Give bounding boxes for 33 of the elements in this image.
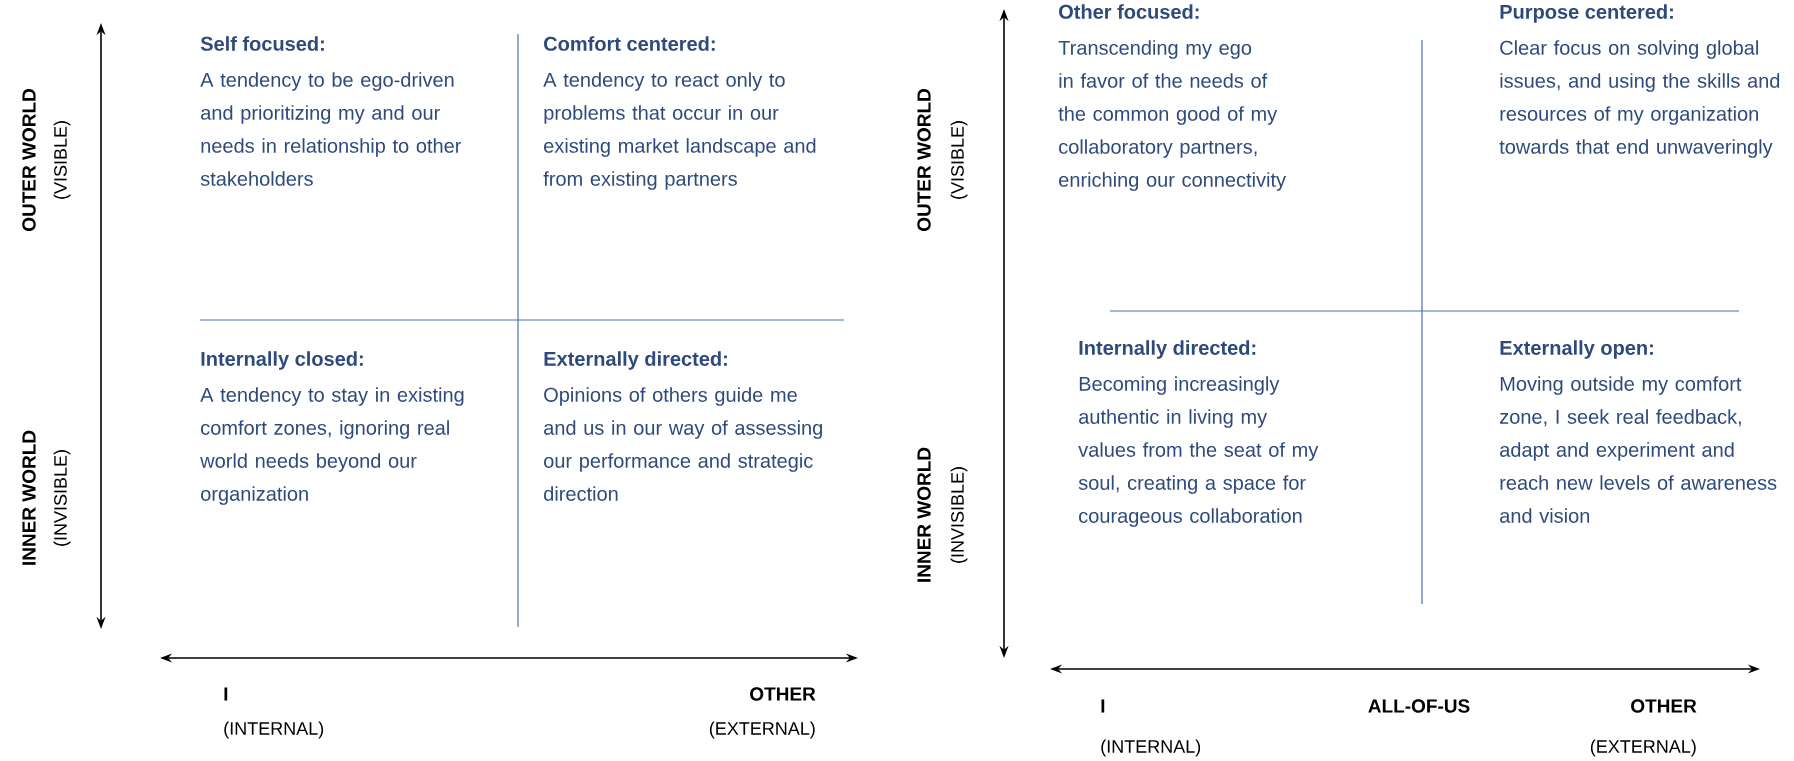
axis-label: (VISIBLE) — [53, 121, 71, 199]
axis-label: OTHER — [1631, 699, 1697, 713]
axis-label: (INTERNAL) — [224, 721, 324, 739]
quadrant-text: Becoming increasingly authentic in living my values from the seat of my soul, creating a space for courageous collaboration — [1078, 376, 1319, 527]
quadrant-heading: Internally directed: — [1079, 340, 1256, 359]
quadrant-heading: Internally closed: — [201, 351, 363, 370]
axis-label: OUTER WORLD — [917, 89, 931, 231]
quadrant-heading: Externally open: — [1500, 340, 1653, 359]
quadrant-heading: Other focused: — [1059, 4, 1199, 19]
axis-label: (INTERNAL) — [1101, 739, 1201, 757]
quadrant-text: A tendency to react only to problems that occur in our existing market landscape and from existing partners — [543, 72, 816, 190]
quadrant-heading: Self focused: — [200, 36, 324, 51]
quadrant-heading: Purpose centered: — [1500, 4, 1673, 23]
axis-label: (INVISIBLE) — [950, 467, 968, 563]
axis-label: (EXTERNAL) — [709, 721, 815, 739]
axis-label: (INVISIBLE) — [53, 450, 71, 546]
axis-label: (EXTERNAL) — [1590, 739, 1696, 757]
quadrant-text: Clear focus on solving global issues, and using the skills and resources of my organization towards that end unwaveringly — [1499, 40, 1780, 158]
axis-label: OUTER WORLD — [22, 89, 36, 231]
quadrant-heading: Comfort centered: — [544, 36, 715, 51]
quadrant-text: A tendency to be ego-driven and prioritizing my and our needs in relationship to other stakeholders — [200, 72, 462, 186]
quadrant-heading: Externally directed: — [544, 351, 727, 370]
axis-label: INNER WORLD — [917, 447, 931, 582]
axis-label: (VISIBLE) — [950, 121, 968, 199]
quadrant-text: Opinions of others guide me and us in our way of assessing our performance and strategic direction — [544, 387, 822, 501]
quadrant-text: Moving outside my comfort zone, I seek real feedback, adapt and experiment and reach new levels of awareness and vision — [1500, 376, 1777, 523]
axis-label: OTHER — [750, 687, 816, 701]
axis-label: I — [224, 687, 228, 701]
axis-label: ALL-OF-US — [1368, 699, 1470, 713]
axis-label: INNER WORLD — [22, 430, 36, 565]
quadrant-text: Transcending my ego in favor of the needs of the common good of my collaboratory partners, enriching our connectivity — [1058, 40, 1286, 191]
quadrant-text: A tendency to stay in existing comfort zones, ignoring real world needs beyond our organization — [200, 387, 464, 505]
axis-label: I — [1101, 699, 1105, 713]
